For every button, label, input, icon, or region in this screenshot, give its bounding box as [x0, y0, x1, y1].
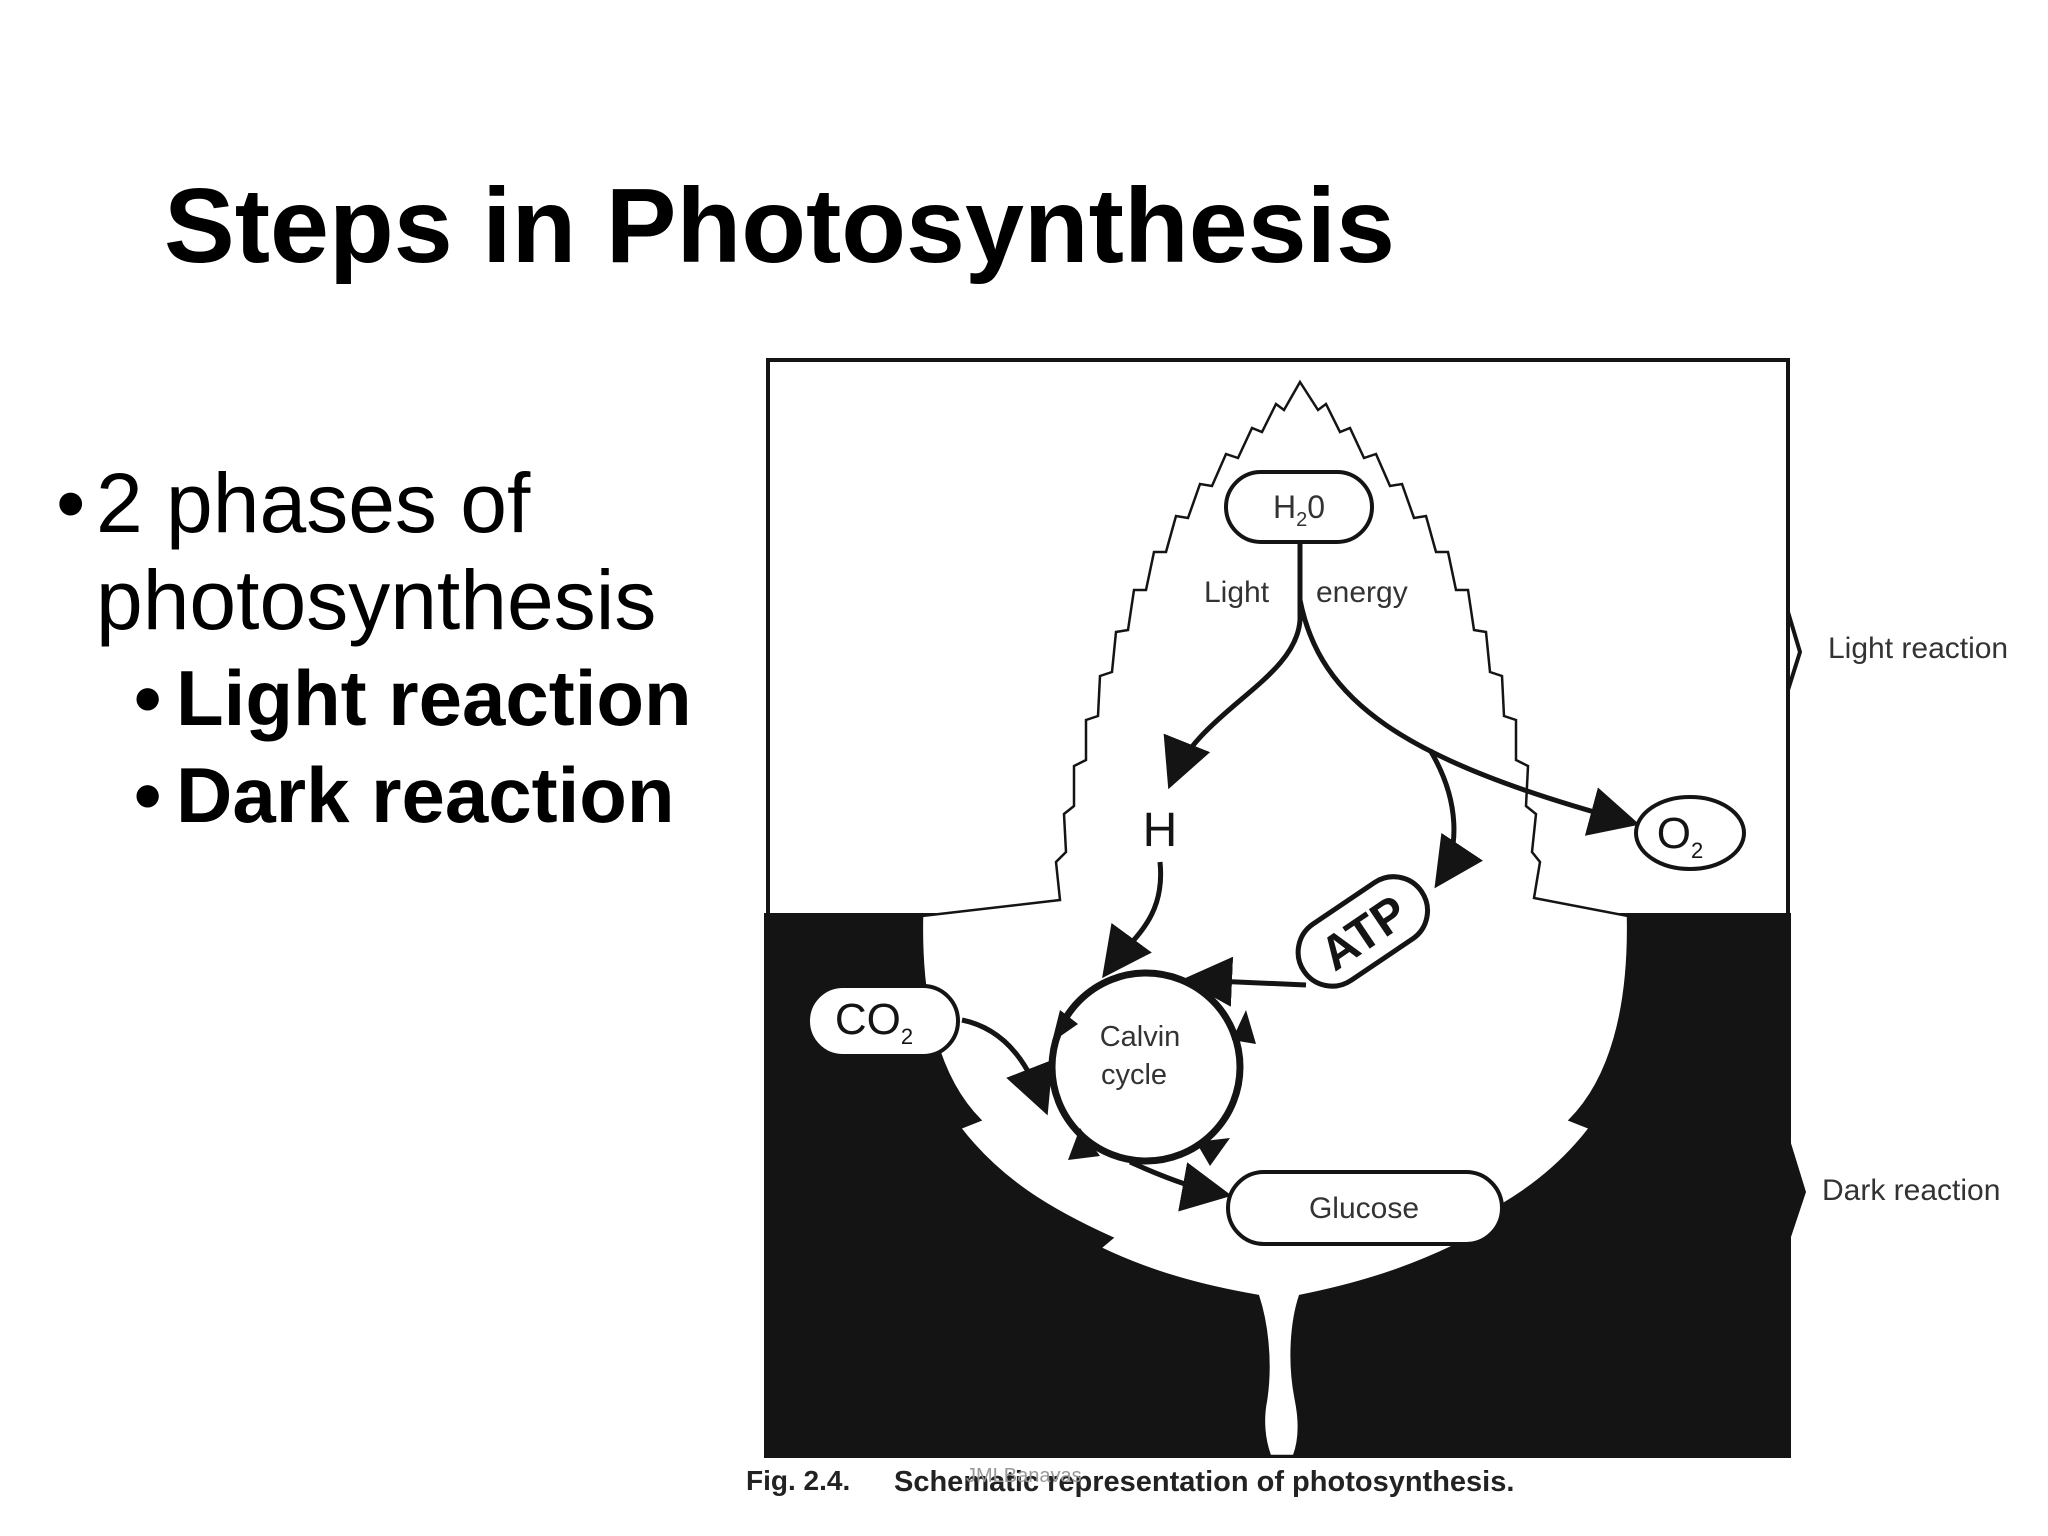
energy-word: energy [1316, 576, 1408, 609]
oxygen-node [1634, 795, 1746, 871]
sub-bullet-dark: • Dark reaction [134, 747, 692, 845]
side-label-dark: Dark reaction [1822, 1174, 2000, 1207]
dark-reaction-brace [1790, 1140, 1806, 1240]
sub-bullet-light: • Light reaction [134, 650, 692, 748]
figure-caption-text: Schematic representation of photosynthes… [894, 1466, 1514, 1498]
arrow-co2-to-calvin [961, 1017, 1053, 1116]
co2-label: CO2 [835, 995, 913, 1049]
watermark: JMLBanavas [966, 1465, 1082, 1487]
oxygen-label: O2 [1657, 809, 1703, 863]
figure-caption-number: Fig. 2.4. [746, 1465, 850, 1496]
arrow-calvin-to-glucose [1128, 1159, 1232, 1212]
side-label-light: Light reaction [1828, 632, 2008, 665]
glucose-label: Glucose [1309, 1192, 1419, 1225]
calvin-arrowhead-4 [1052, 1010, 1078, 1042]
hydrogen-label: H [1143, 804, 1178, 857]
calvin-label-line2: cycle [1101, 1059, 1167, 1091]
arrow-water-to-o2 [1297, 599, 1640, 836]
water-label: H20 [1273, 489, 1325, 531]
arrow-water-to-h [1163, 542, 1303, 790]
light-word: Light [1204, 576, 1270, 609]
co2-node [806, 984, 960, 1058]
calvin-arrowhead-1 [1232, 1010, 1256, 1044]
light-reaction-brace [1786, 362, 1803, 912]
bullet-dot: • [56, 456, 86, 550]
calvin-arrowhead-3 [1068, 1128, 1100, 1160]
calvin-arrowhead-2 [1196, 1138, 1230, 1166]
slide-title: Steps in Photosynthesis [164, 167, 1396, 285]
water-node [1224, 470, 1374, 544]
bullet-main-text: 2 phases of photosynthesis [96, 456, 657, 648]
glucose-node [1226, 1170, 1504, 1246]
bullet-main: • 2 phases of photosynthesis [56, 455, 692, 650]
arrow-atp-to-calvin [1182, 956, 1307, 1007]
bullet-dot: • [134, 653, 162, 742]
calvin-label-line1: Calvin [1100, 1021, 1181, 1053]
arrow-h-to-calvin [1102, 861, 1164, 979]
arrow-to-atp [1427, 748, 1483, 889]
bullet-list: • 2 phases of photosynthesis • Light rea… [56, 455, 692, 845]
calvin-cycle-ring [1048, 969, 1244, 1165]
bullet-dot: • [134, 751, 162, 840]
